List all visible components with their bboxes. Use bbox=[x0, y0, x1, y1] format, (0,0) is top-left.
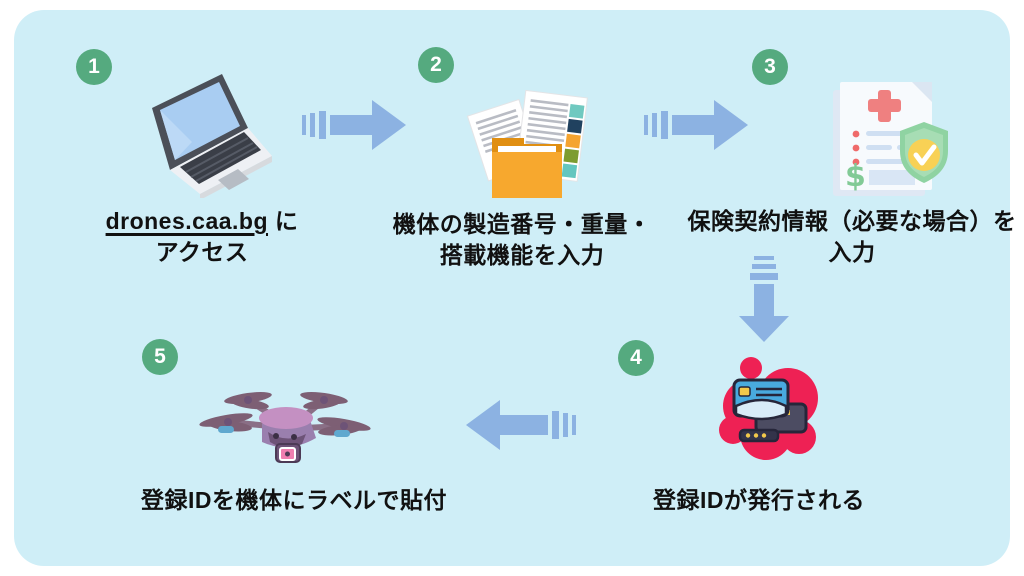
step-5-badge: 5 bbox=[142, 339, 178, 375]
step-4-badge: 4 bbox=[618, 340, 654, 376]
step-2-caption-line2: 搭載機能を入力 bbox=[439, 242, 605, 268]
documents-folder-icon bbox=[466, 90, 588, 198]
step-3-badge: 3 bbox=[752, 49, 788, 85]
arrow-right-icon bbox=[644, 100, 748, 150]
step-1-caption-line2: アクセス bbox=[155, 239, 249, 265]
step-3-caption-line1: 保険契約情報（必要な場合）を bbox=[687, 208, 1017, 234]
step-3-caption-line2: 入力 bbox=[828, 239, 876, 265]
step-1-caption: drones.caa.bg に アクセス bbox=[66, 206, 338, 268]
arrow-down-icon bbox=[739, 256, 789, 342]
step-5-number: 5 bbox=[154, 345, 166, 368]
step-3-number: 3 bbox=[764, 55, 776, 78]
registration-id-card-icon bbox=[719, 357, 818, 460]
drone-icon bbox=[199, 392, 371, 463]
step-1-caption-rest: に bbox=[268, 208, 299, 234]
flow-card: 1 drones.caa.bg に アクセス bbox=[14, 10, 1016, 566]
step-5-caption: 登録IDを機体にラベルで貼付 bbox=[124, 485, 464, 516]
svg-text:$: $ bbox=[845, 159, 866, 194]
step-2-badge: 2 bbox=[418, 47, 454, 83]
step-1-caption-line1: drones.caa.bg に bbox=[66, 206, 338, 237]
step-2-caption: 機体の製造番号・重量・ 搭載機能を入力 bbox=[370, 209, 674, 271]
laptop-icon bbox=[152, 74, 272, 198]
arrow-right-icon bbox=[302, 100, 406, 150]
step-3-caption: 保険契約情報（必要な場合）を 入力 bbox=[667, 206, 1024, 268]
step-4-number: 4 bbox=[630, 346, 642, 369]
arrow-left-icon bbox=[466, 400, 576, 450]
step-2-caption-line1: 機体の製造番号・重量・ bbox=[392, 211, 652, 237]
step-2-number: 2 bbox=[430, 53, 442, 76]
registration-site-link[interactable]: drones.caa.bg bbox=[105, 208, 269, 234]
step-1-badge: 1 bbox=[76, 49, 112, 85]
insurance-document-shield-icon: $ bbox=[833, 82, 948, 196]
step-5-caption-line1: 登録IDを機体にラベルで貼付 bbox=[141, 487, 447, 513]
step-4-caption-line1: 登録IDが発行される bbox=[653, 487, 865, 513]
step-1-number: 1 bbox=[88, 55, 100, 78]
step-4-caption: 登録IDが発行される bbox=[609, 485, 909, 516]
